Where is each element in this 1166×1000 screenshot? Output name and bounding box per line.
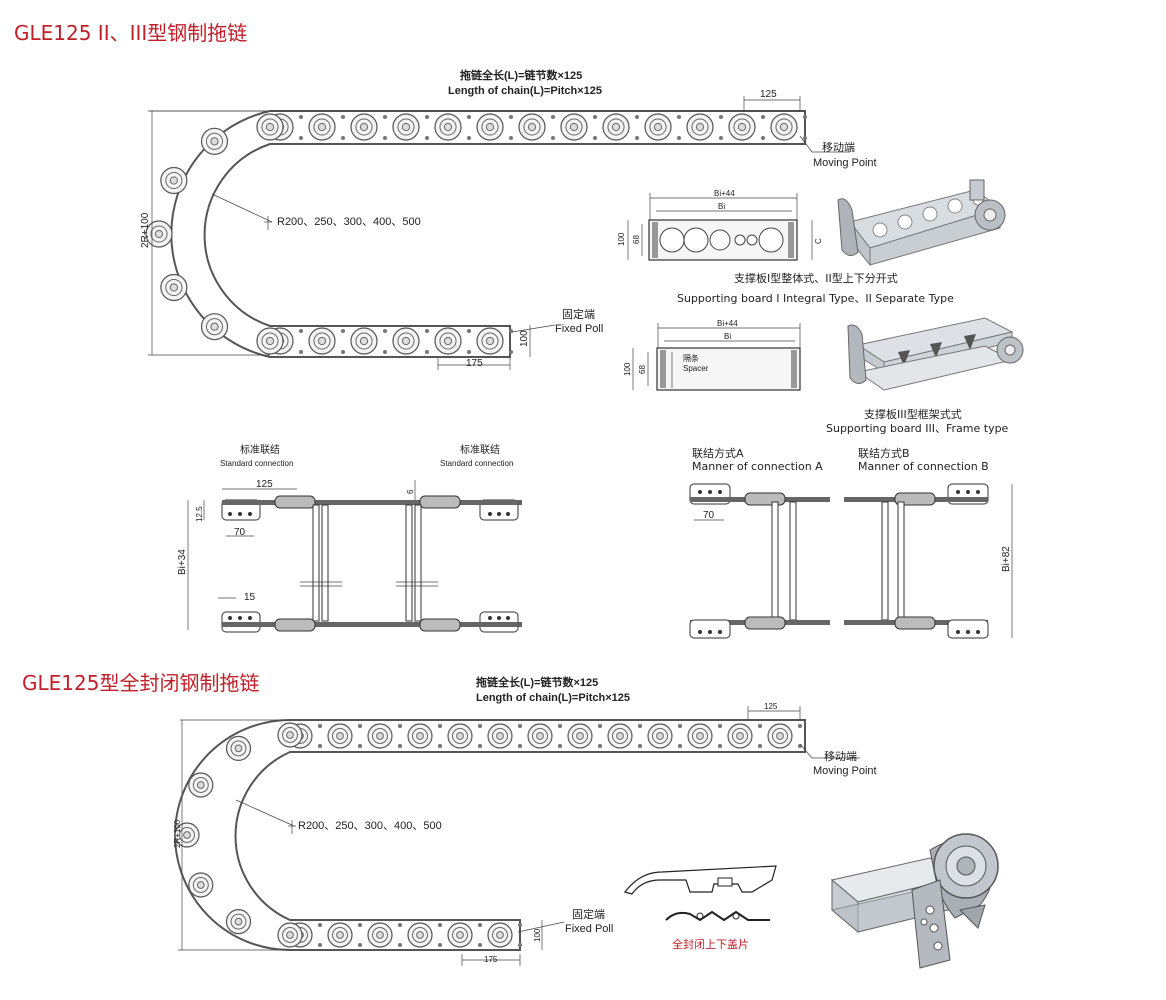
support-board-1-render [837,179,1006,267]
std1-12-5: 12.5 [195,506,204,522]
std2-6: 6 [406,489,415,494]
b1-bi44: Bi+44 [714,189,735,198]
section1-title: GLE125 II、III型钢制拖链 [14,21,247,45]
s1-end-175: 175 [466,358,483,369]
enclosed-chain-render [830,833,999,969]
chain-diagram-2 [174,719,806,951]
b3-cap-cn: 支撑板III型框架式式 [864,407,962,421]
std1-125: 125 [256,479,273,490]
s1-chain-length-cn: 拖链全长(L)=链节数×125 [460,68,582,82]
s1-pitch-dim: 125 [760,89,777,100]
s2-radius: R200、250、300、400、500 [298,820,442,832]
b1-cap-cn: 支撑板I型整体式、II型上下分开式 [734,271,898,285]
s2-chain-length-en: Length of chain(L)=Pitch×125 [476,692,630,704]
s1-chain-length-en: Length of chain(L)=Pitch×125 [448,85,602,97]
b1-68: 68 [632,235,641,244]
std1-cn: 标准联结 [240,443,280,456]
support-board-1-drawing: Bi+44 Bi 100 68 C 支撑板I型整体式、II型上下分开式 Supp… [617,189,954,305]
s2-fixed-cn: 固定端 [572,907,605,921]
conn-b-bi82: Bi+82 [1001,546,1012,572]
s1-moving-en: Moving Point [813,157,877,169]
s2-fixed-en: Fixed Poll [565,923,613,935]
connection-a: 联结方式A Manner of connection A 70 [689,446,830,639]
b1-bi: Bi [718,202,725,211]
s1-fixed-en: Fixed Poll [555,323,603,335]
s2-cover-cn: 全封闭上下盖片 [672,937,749,951]
b3-68: 68 [638,365,647,374]
b1-cap-en: Supporting board I Integral Type、II Sepa… [677,292,954,305]
s1-fixed-cn: 固定端 [562,307,595,321]
s2-moving-cn: 移动端 [824,750,857,763]
s2-end-175: 175 [484,955,498,964]
s2-pitch-dim: 125 [764,702,778,711]
s1-radius: R200、250、300、400、500 [277,216,421,228]
cover-plate-profiles: 全封闭上下盖片 [623,865,777,951]
conn-b-en: Manner of connection B [858,460,989,473]
connection-b: 联结方式B Manner of connection B Bi+82 [844,446,1013,639]
b1-100: 100 [617,232,626,246]
std1-15: 15 [244,592,256,603]
conn-b-cn: 联结方式B [858,446,910,460]
support-board-3-drawing: Bi+44 Bi 隔条 Spacer 100 68 支撑板III型框架式式 Su… [623,319,1009,435]
b1-c: C [814,238,823,244]
std2-cn: 标准联结 [460,443,500,456]
std-connection-2: 标准联结 Standard connection 6 [372,443,519,633]
s2-end-100: 100 [533,928,542,942]
std1-70: 70 [234,527,246,538]
chain-diagram-1 [145,110,807,358]
chain2-links [174,722,802,948]
s2-moving-en: Moving Point [813,765,877,777]
std1-bi34: Bi+34 [177,549,188,575]
b3-cap-en: Supporting board III、Frame type [826,422,1009,435]
std2-en: Standard connection [440,459,513,468]
b3-spacer-en: Spacer [683,364,709,373]
b3-bi44: Bi+44 [717,319,738,328]
s1-moving-cn: 移动端 [822,141,855,154]
s2-height-dim: 2R+100 [173,819,182,848]
std-connection-1: 标准联结 Standard connection 125 12.5 70 Bi+… [177,443,522,633]
b3-bi: Bi [724,332,731,341]
conn-a-cn: 联结方式A [692,446,744,460]
s2-chain-length-cn: 拖链全长(L)=链节数×125 [476,675,598,689]
chain1-links [145,113,807,355]
std1-en: Standard connection [220,459,293,468]
support-board-3-render [847,317,1024,391]
section2-title: GLE125型全封闭钢制拖链 [22,671,259,695]
s1-height-dim: 2R+100 [140,212,151,248]
b3-spacer-cn: 隔条 [683,353,699,363]
s1-end-100: 100 [519,330,530,347]
conn-a-en: Manner of connection A [692,460,823,473]
conn-a-70: 70 [703,510,715,521]
b3-100: 100 [623,362,632,376]
